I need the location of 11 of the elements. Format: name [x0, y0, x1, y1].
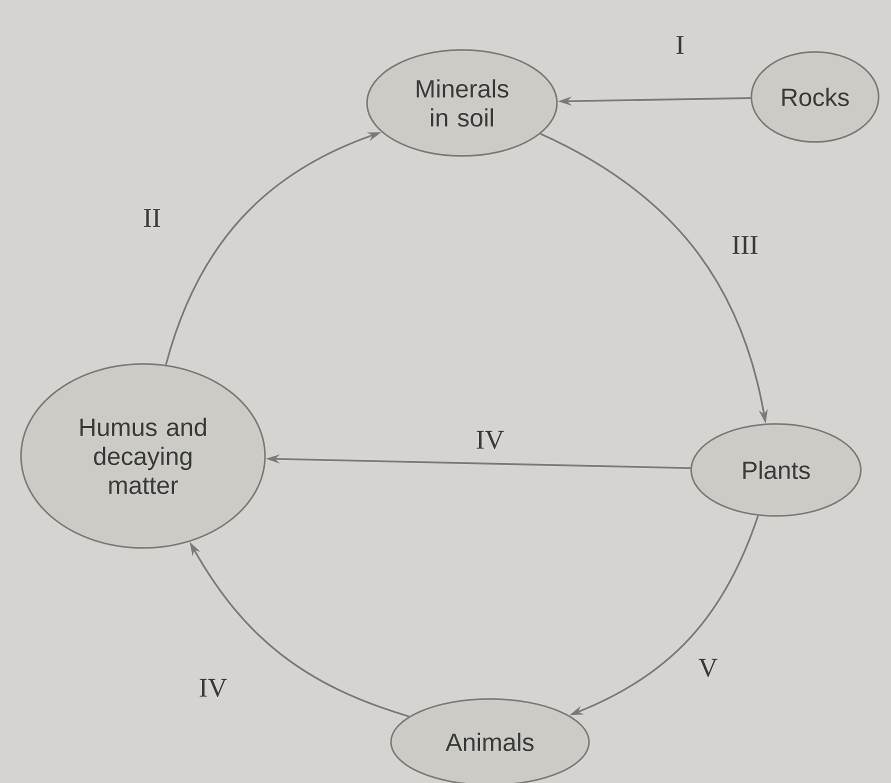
edge-label: IV	[474, 428, 506, 452]
ellipse-node: Plants	[690, 423, 862, 517]
ellipse-node: Humus and decaying matter	[20, 363, 266, 549]
edge-label: V	[696, 656, 720, 680]
edge-label: II	[141, 207, 163, 229]
ellipse-node: Minerals in soil	[366, 49, 558, 157]
edge-label: I	[674, 34, 686, 56]
edge-label: IV	[196, 676, 230, 700]
ellipse-node: Rocks	[750, 51, 880, 143]
edge-label: III	[730, 234, 760, 256]
ellipse-node: Animals	[390, 698, 590, 783]
